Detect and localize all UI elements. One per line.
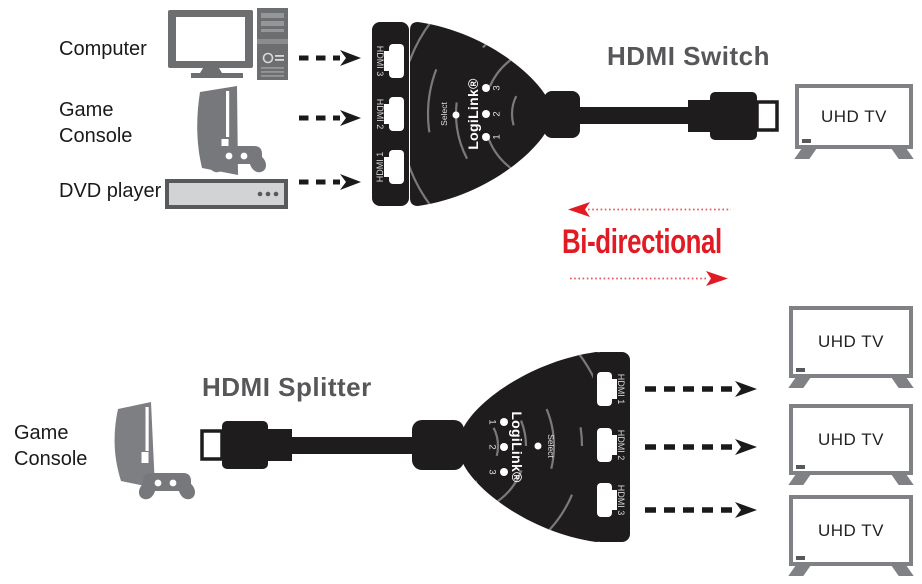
splitter-ripple-arcs [462, 352, 604, 542]
label-game-console-bottom-line1: Game [14, 422, 69, 444]
tv-label: UHD TV [821, 106, 887, 126]
uhd-tv-splitter-output-2: UHD TV [788, 404, 914, 485]
splitter-body [462, 352, 604, 542]
splitter-hdmi-ports [597, 372, 617, 517]
switch-body [410, 22, 550, 206]
uhd-tv-splitter-output-1: UHD TV [788, 306, 914, 388]
splitter-indicator-2: 2 [487, 444, 498, 449]
bidirectional-label: Bi-directional [562, 223, 722, 261]
tv-frame: UHD TV [789, 306, 913, 378]
splitter-select-button [534, 442, 542, 450]
tv-logo [796, 556, 805, 560]
splitter-brand-logo: LogiLink® [509, 411, 525, 483]
tv-frame: UHD TV [789, 495, 913, 566]
bidirectional-arrow-left [568, 202, 731, 217]
computer-icon [168, 8, 288, 80]
switch-select-button [452, 111, 460, 119]
label-computer: Computer [59, 38, 147, 60]
tv-label: UHD TV [818, 520, 884, 540]
dashed-arrow-tv1 [645, 381, 757, 397]
splitter-port-label-2: HDMI 2 [616, 430, 626, 461]
switch-brand-logo: LogiLink® [465, 78, 481, 150]
hdmi-splitter-device: HDMI 1 HDMI 2 HDMI 3 1 2 3 LogiLink® Sel… [412, 352, 630, 542]
switch-indicator-2: 2 [492, 111, 503, 116]
title-hdmi-switch: HDMI Switch [607, 41, 770, 71]
dashed-arrow-console [299, 110, 361, 126]
switch-port-label-1: HDMI 1 [375, 152, 385, 183]
splitter-indicator-leds [500, 418, 508, 476]
dashed-arrow-tv2 [645, 439, 757, 455]
label-game-console: Game Console [59, 97, 132, 149]
dashed-arrow-computer [299, 50, 361, 66]
game-console-icon [197, 86, 266, 175]
tv-logo [796, 368, 805, 372]
tv-logo [796, 465, 805, 469]
splitter-select-label: Select [546, 434, 556, 458]
splitter-indicator-1: 1 [487, 419, 498, 424]
splitter-input-cable [200, 421, 414, 469]
switch-indicator-1: 1 [492, 134, 503, 139]
title-hdmi-splitter: HDMI Splitter [202, 372, 372, 402]
dashed-arrow-dvd [299, 174, 361, 190]
splitter-port-label-1: HDMI 1 [616, 374, 626, 405]
switch-select-label: Select [439, 102, 449, 126]
hdmi-plug-tip-bottom [200, 429, 224, 461]
uhd-tv-splitter-output-3: UHD TV [788, 495, 914, 576]
tv-label: UHD TV [818, 332, 884, 351]
dvd-player-icon [165, 179, 288, 209]
hdmi-switch-device: HDMI 3 HDMI 2 HDMI 1 Select LogiLink® 3 [372, 22, 580, 206]
label-game-console-line1: Game [59, 99, 114, 121]
tv-label: UHD TV [818, 429, 884, 449]
label-game-console-bottom-line2: Console [14, 448, 88, 470]
tv-frame: UHD TV [795, 84, 913, 149]
label-game-console-line2: Console [59, 125, 133, 147]
switch-hdmi-ports [384, 44, 404, 184]
bidirectional-arrow-right [570, 271, 728, 286]
switch-output-cable [576, 92, 779, 140]
switch-port-label-2: HDMI 2 [375, 99, 385, 130]
tv-frame: UHD TV [789, 404, 913, 475]
tv-logo [802, 139, 811, 143]
switch-indicator-3: 3 [492, 85, 503, 90]
splitter-indicator-3: 3 [487, 469, 498, 474]
game-console-icon-bottom [114, 402, 195, 500]
label-dvd-player: DVD player [59, 180, 162, 202]
label-game-console-bottom: Game Console [14, 420, 87, 472]
splitter-port-label-3: HDMI 3 [616, 485, 626, 516]
uhd-tv-switch-output: UHD TV [794, 84, 914, 159]
switch-indicator-leds [482, 84, 490, 141]
dashed-arrow-tv3 [645, 502, 757, 518]
switch-port-label-3: HDMI 3 [375, 46, 385, 77]
hdmi-plug-tip [755, 100, 779, 132]
